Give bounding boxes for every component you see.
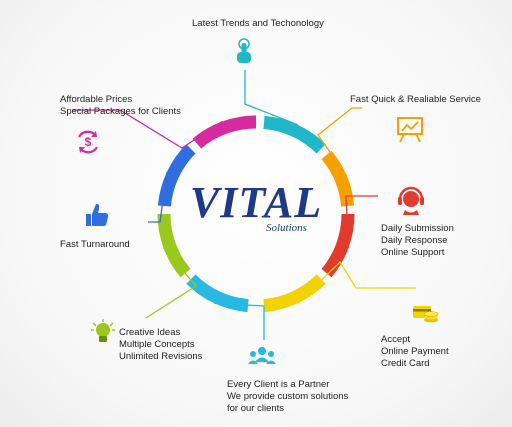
label-line: Every Client is a Partner (227, 379, 330, 390)
label-line: Fast Turnaround (60, 239, 130, 250)
label-line: Online Payment (381, 346, 449, 357)
logo-wordmark: VITAL (189, 178, 323, 227)
label-trends: Latest Trends and Techonology (192, 18, 324, 30)
leader-line-creative (145, 247, 197, 319)
leader-lines (72, 70, 416, 340)
label-line: Unlimited Revisions (119, 351, 203, 362)
ring-segment-turnaround (157, 144, 196, 207)
label-line: Fast Quick & Realiable Service (350, 94, 481, 105)
label-line: We provide custom solutions (227, 391, 349, 402)
leader-line-trends (244, 70, 298, 126)
leader-line-payment (297, 260, 416, 304)
label-line: Accept (381, 334, 411, 345)
svg-text:$: $ (85, 135, 92, 149)
label-line: Online Support (381, 247, 445, 258)
label-turnaround: Fast Turnaround (60, 239, 130, 251)
thumbs-up-icon (86, 203, 109, 226)
label-line: Affordable Prices (60, 94, 133, 105)
label-line: Latest Trends and Techonology (192, 18, 324, 29)
icons: $ (78, 38, 439, 364)
label-line: Special Packages for Clients (60, 106, 181, 117)
label-line: Daily Submission (381, 223, 454, 234)
label-line: for our clients (227, 403, 285, 414)
headset-support-icon (398, 186, 424, 215)
leader-line-partner (214, 302, 265, 340)
dollar-refresh-icon: $ (78, 130, 98, 154)
logo-tagline: Solutions (266, 222, 307, 234)
leader-line-support (345, 195, 378, 248)
ring-segment-trends (263, 115, 326, 154)
leader-line-turnaround (148, 172, 168, 223)
ring-segment-service (321, 150, 355, 207)
label-line: Daily Response (381, 235, 448, 246)
label-service: Fast Quick & Realiable Service (350, 94, 481, 106)
people-group-icon (248, 347, 276, 364)
credit-card-coins-icon (413, 306, 439, 323)
center-logo: VITAL Solutions (168, 178, 344, 248)
presentation-chart-icon (397, 117, 423, 143)
light-bulb-icon (91, 319, 115, 342)
ring-segment-partner (186, 274, 249, 313)
leader-line-prices (72, 109, 223, 149)
leader-line-service (317, 107, 362, 177)
label-line: Creative Ideas (119, 327, 181, 338)
touch-pointer-icon (237, 38, 251, 63)
label-line: Credit Card (381, 358, 430, 369)
ring-segment-prices (192, 115, 257, 149)
ring-segment-payment (263, 274, 326, 313)
label-line: Multiple Concepts (119, 339, 195, 350)
